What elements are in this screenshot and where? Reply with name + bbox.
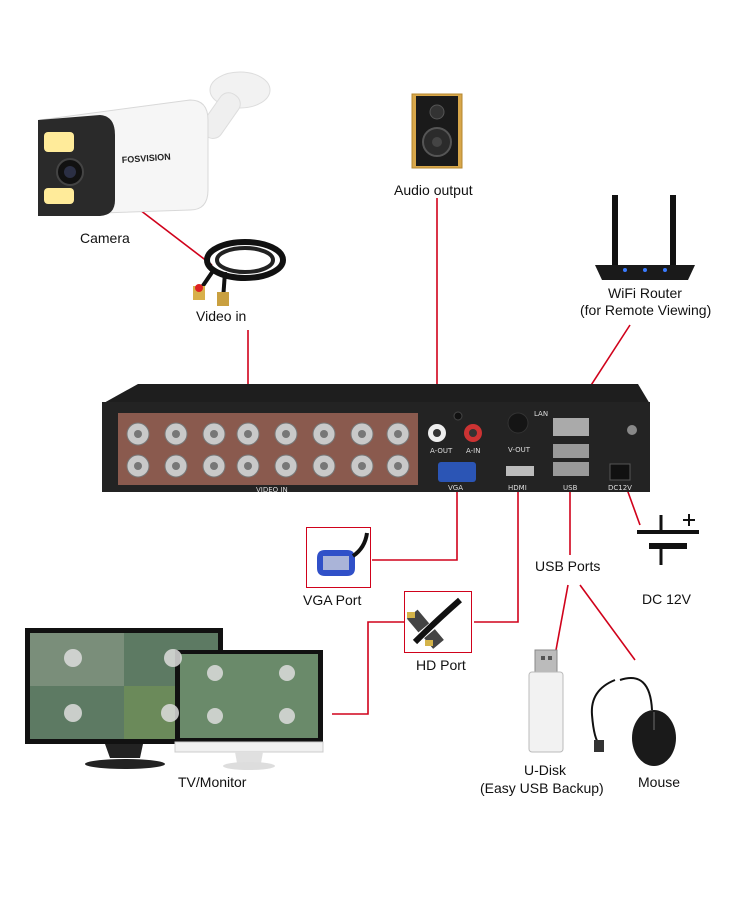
- mouse-label: Mouse: [638, 774, 681, 790]
- mouse-icon: [590, 677, 676, 766]
- usb-drive-icon: [528, 649, 564, 753]
- dvr-vga-text: VGA: [448, 484, 464, 492]
- vga-port-label: VGA Port: [303, 592, 362, 608]
- u-disk-sublabel: (Easy USB Backup): [480, 780, 604, 796]
- video-in-label: Video in: [196, 308, 247, 324]
- wifi-router-sublabel: (for Remote Viewing): [580, 302, 712, 318]
- tv-monitor-label: TV/Monitor: [178, 774, 247, 790]
- camera-label: Camera: [80, 230, 130, 246]
- speaker-icon: [411, 93, 463, 169]
- dvr-usb-text: USB: [563, 484, 578, 492]
- wifi-router-label: WiFi Router: [608, 285, 682, 301]
- u-disk-label: U-Disk: [524, 762, 566, 778]
- dvr-dc-text: DC12V: [608, 484, 632, 492]
- dvr-a-in-text: A-IN: [466, 447, 481, 455]
- dc-12v-label: DC 12V: [642, 591, 692, 607]
- monitor-icon: [25, 628, 324, 770]
- vga-connector-icon: [317, 532, 369, 576]
- vga-cable-box: [306, 527, 371, 588]
- dvr-lan-text: LAN: [534, 410, 549, 418]
- camera-brand: FOSVISION: [121, 152, 171, 165]
- dvr-v-out-text: V-OUT: [508, 446, 531, 454]
- hdmi-cable-box: [404, 591, 472, 653]
- dvr-device: [102, 384, 650, 492]
- hdmi-connector-icon: [406, 597, 462, 649]
- cable-icon: [193, 239, 286, 306]
- hd-port-label: HD Port: [416, 657, 466, 673]
- audio-output-label: Audio output: [394, 182, 473, 198]
- dvr-a-out-text: A-OUT: [430, 447, 453, 455]
- usb-ports-label: USB Ports: [535, 558, 601, 574]
- dvr-video-in-text: VIDEO IN: [256, 486, 288, 494]
- dvr-hdmi-text: HDMI: [508, 484, 527, 492]
- camera-icon: FOSVISION: [38, 71, 271, 216]
- router-icon: [595, 195, 695, 280]
- dc-battery-icon: [637, 514, 699, 565]
